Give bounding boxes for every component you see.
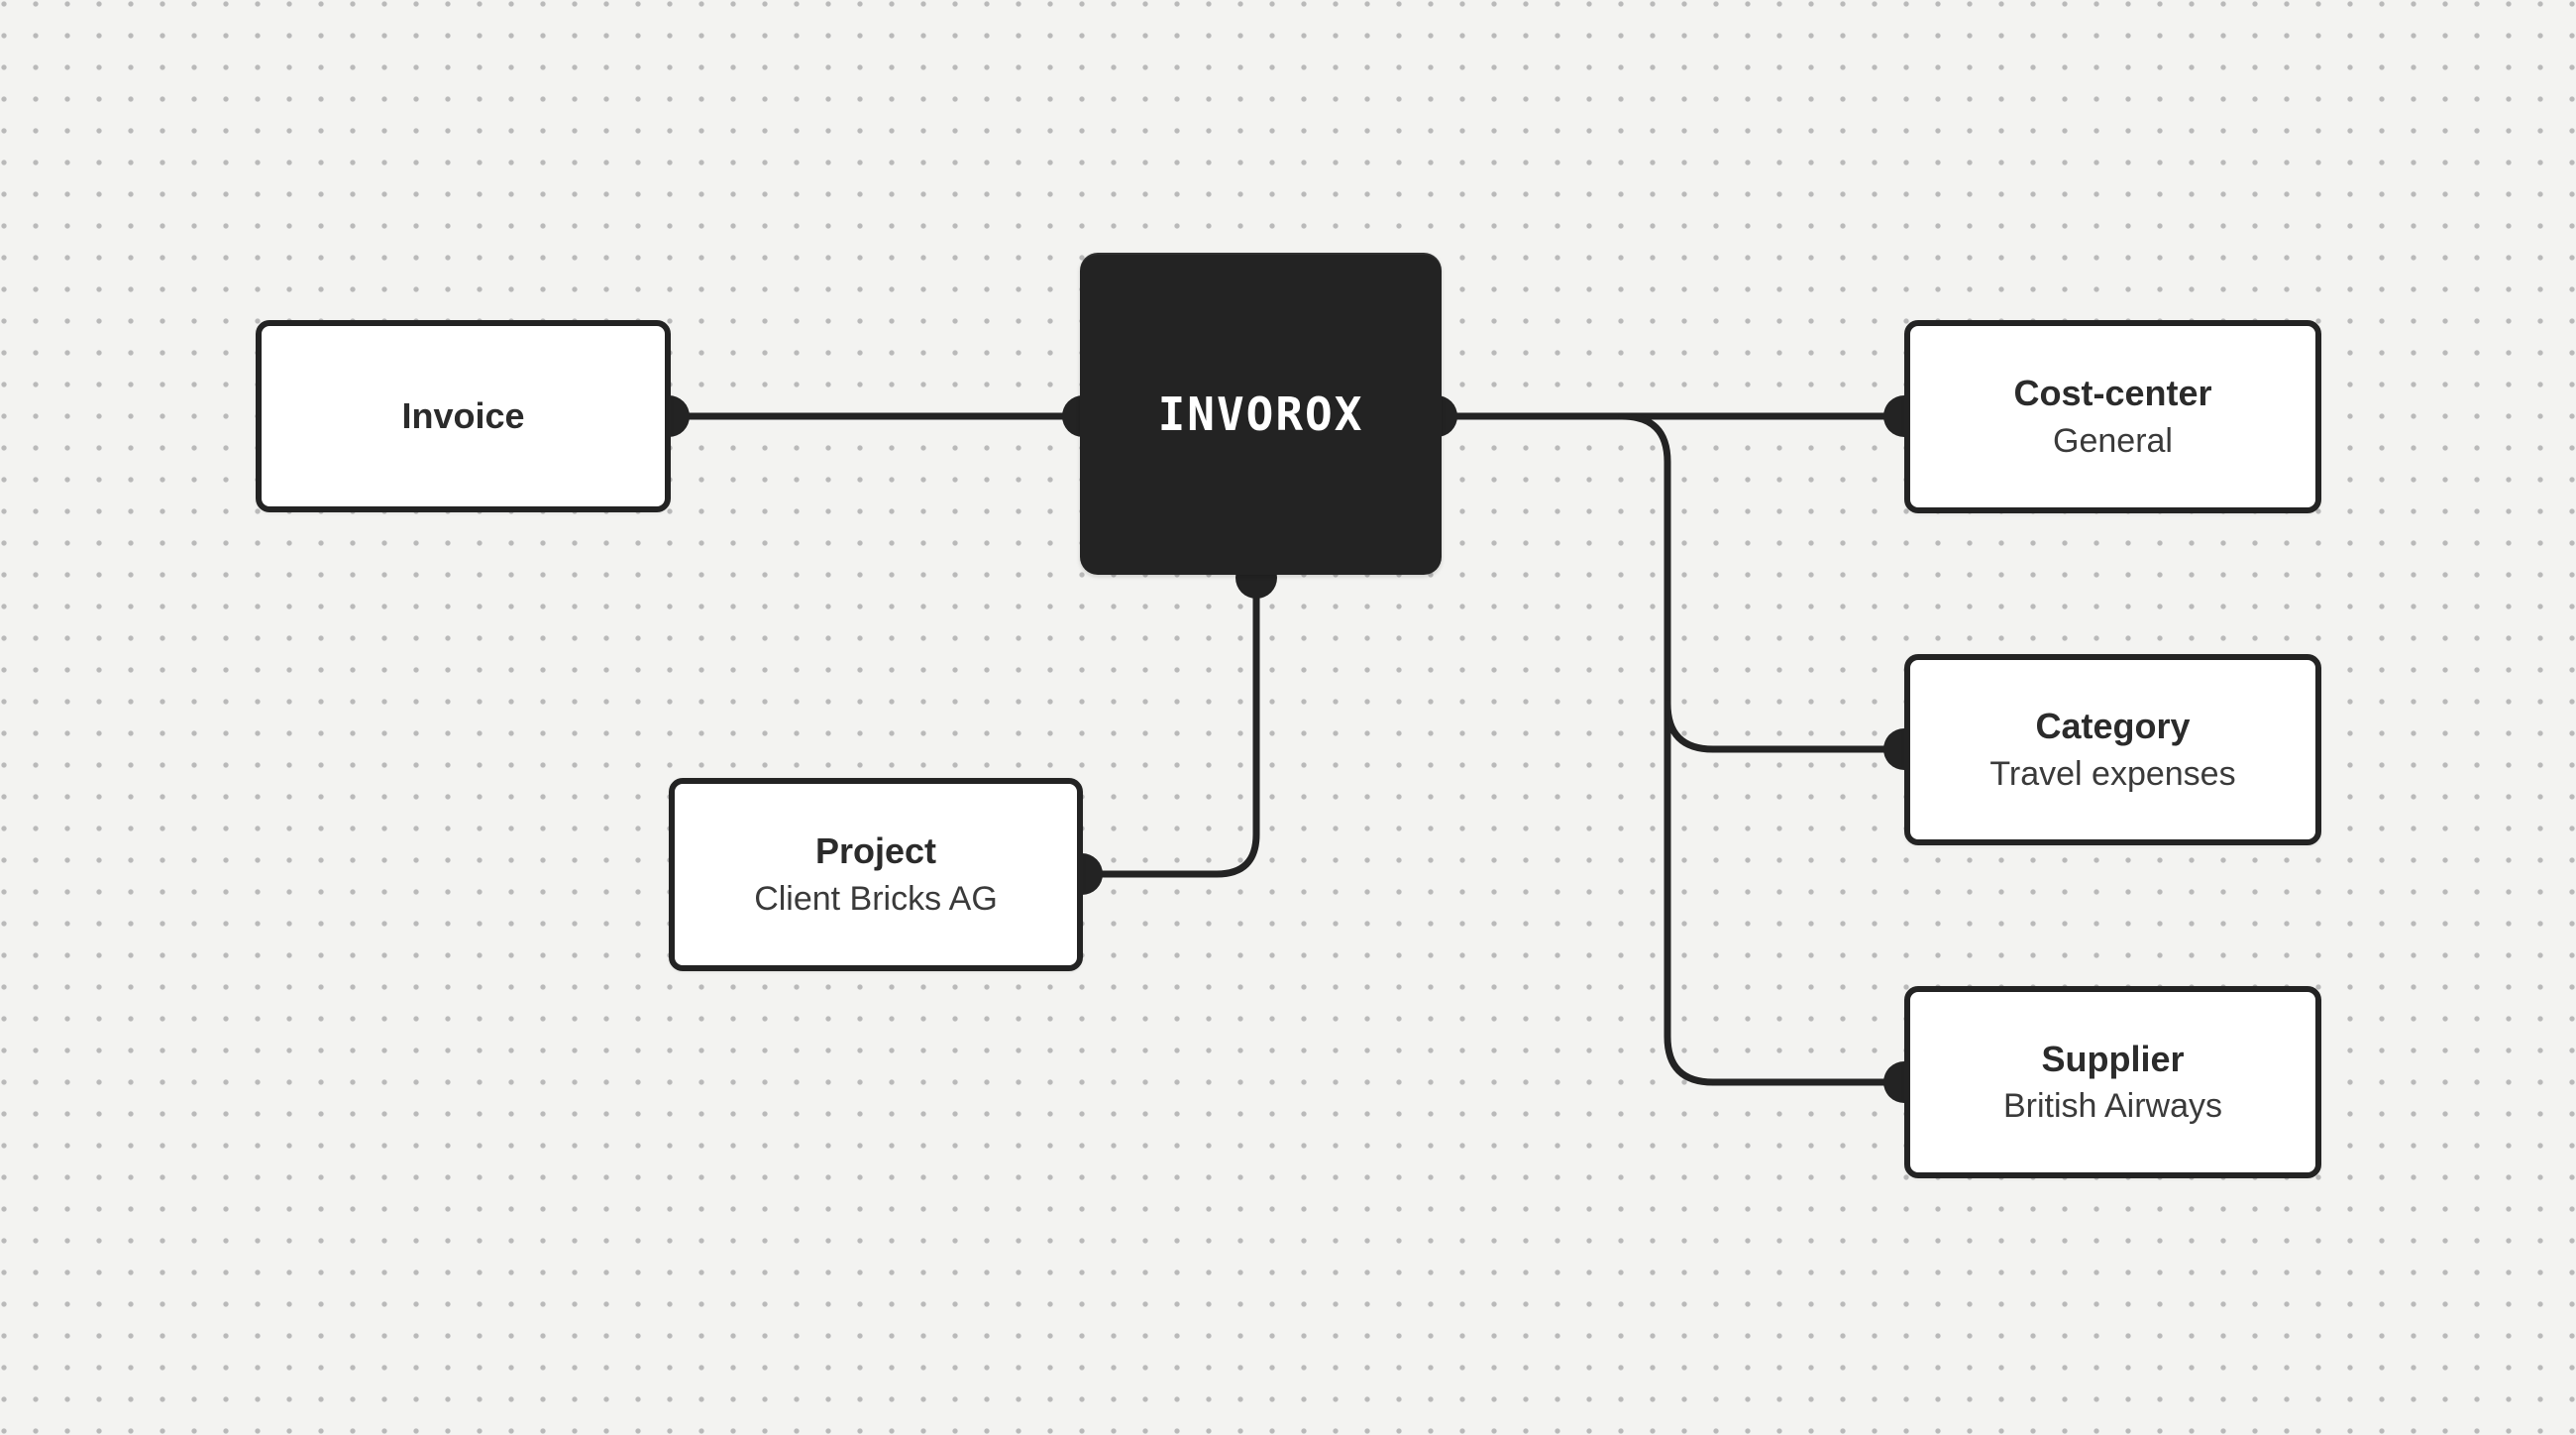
node-invorox-label: INVOROX — [1157, 386, 1364, 441]
edge-center-to-project[interactable] — [1078, 574, 1260, 878]
edge-branch-to-category[interactable] — [1664, 700, 1908, 753]
node-project-title: Project — [814, 830, 937, 871]
node-category-title: Category — [2035, 706, 2191, 746]
node-category[interactable]: Category Travel expenses — [1904, 654, 2321, 845]
node-category-value: Travel expenses — [1989, 754, 2236, 793]
node-project-value: Client Bricks AG — [754, 879, 998, 918]
node-cost-center[interactable]: Cost-center General — [1904, 320, 2321, 513]
node-cost-center-value: General — [2053, 421, 2173, 460]
node-invoice[interactable]: Invoice — [256, 320, 671, 512]
node-invorox[interactable]: INVOROX — [1080, 253, 1442, 575]
node-supplier-title: Supplier — [2041, 1038, 2185, 1079]
node-project[interactable]: Project Client Bricks AG — [669, 778, 1083, 971]
edge-center-to-supplier[interactable] — [1618, 412, 1908, 1086]
node-cost-center-title: Cost-center — [2013, 373, 2212, 413]
node-invoice-title: Invoice — [401, 395, 525, 437]
node-supplier-value: British Airways — [2002, 1087, 2223, 1126]
node-supplier[interactable]: Supplier British Airways — [1904, 986, 2321, 1178]
